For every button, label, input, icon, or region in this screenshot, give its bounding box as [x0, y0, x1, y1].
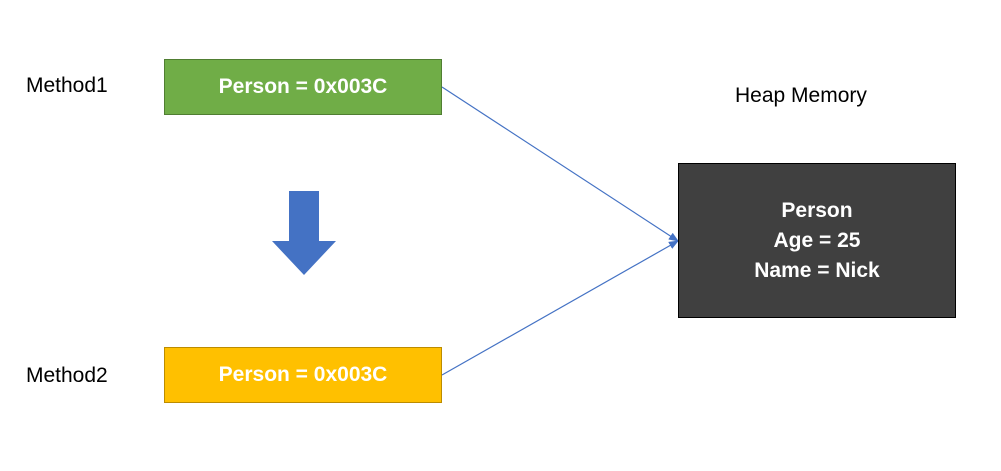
method1-label: Method1 — [26, 74, 108, 97]
connector-method2-to-heap — [441, 240, 679, 376]
down-arrow-icon — [272, 191, 336, 275]
method2-reference-box: Person = 0x003C — [164, 347, 442, 403]
heap-object-type: Person — [781, 198, 853, 222]
method2-reference-text: Person = 0x003C — [218, 363, 388, 386]
heap-object-box: Person Age = 25 Name = Nick — [678, 163, 956, 318]
method1-reference-text: Person = 0x003C — [218, 75, 388, 98]
heap-object-name: Name = Nick — [754, 258, 880, 282]
connector-method1-to-heap — [441, 86, 679, 242]
heap-memory-title: Heap Memory — [735, 84, 867, 107]
heap-object-age: Age = 25 — [773, 228, 861, 252]
method1-reference-box: Person = 0x003C — [164, 59, 442, 115]
method2-label: Method2 — [26, 364, 108, 387]
